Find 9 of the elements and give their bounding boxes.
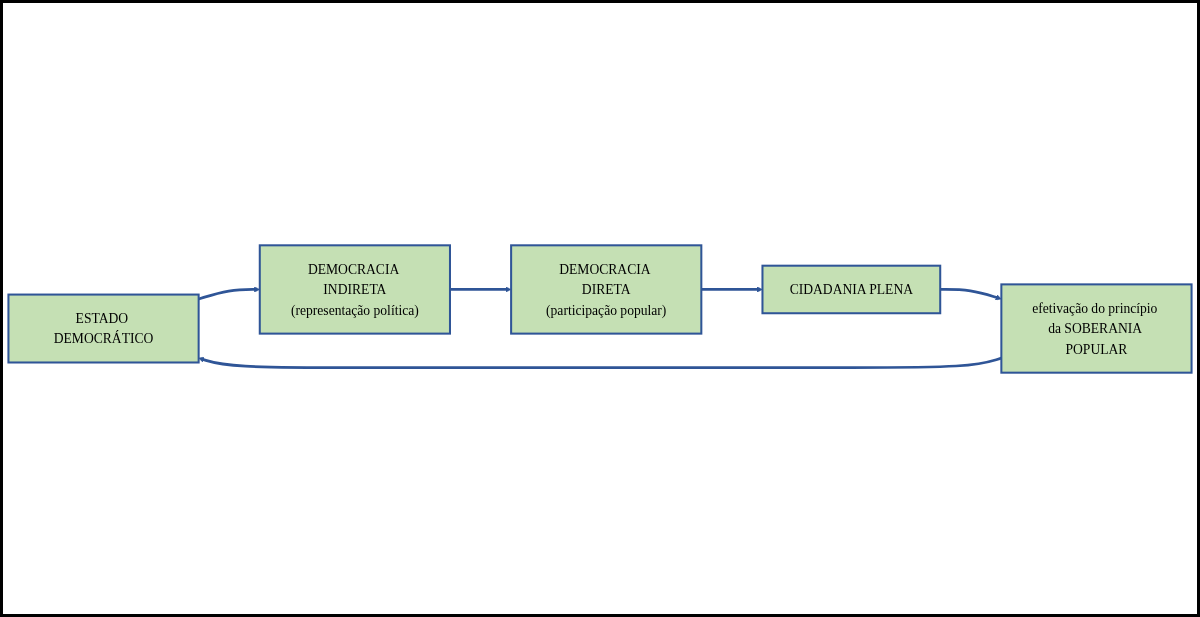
node-box: ESTADO DEMOCRÁTICO xyxy=(7,293,200,363)
arrow xyxy=(701,286,763,292)
node-box: DEMOCRACIA INDIRETA (representação política) xyxy=(258,243,451,335)
arrow xyxy=(450,286,512,292)
node-box: DEMOCRACIA DIRETA (participação popular) xyxy=(510,243,703,335)
arrow xyxy=(940,287,1002,300)
node-box: efetivação do princípio da SOBERANIA POPULAR xyxy=(1000,282,1193,374)
node-box: CIDADANIA PLENA xyxy=(761,264,942,314)
arrow xyxy=(198,356,1002,369)
